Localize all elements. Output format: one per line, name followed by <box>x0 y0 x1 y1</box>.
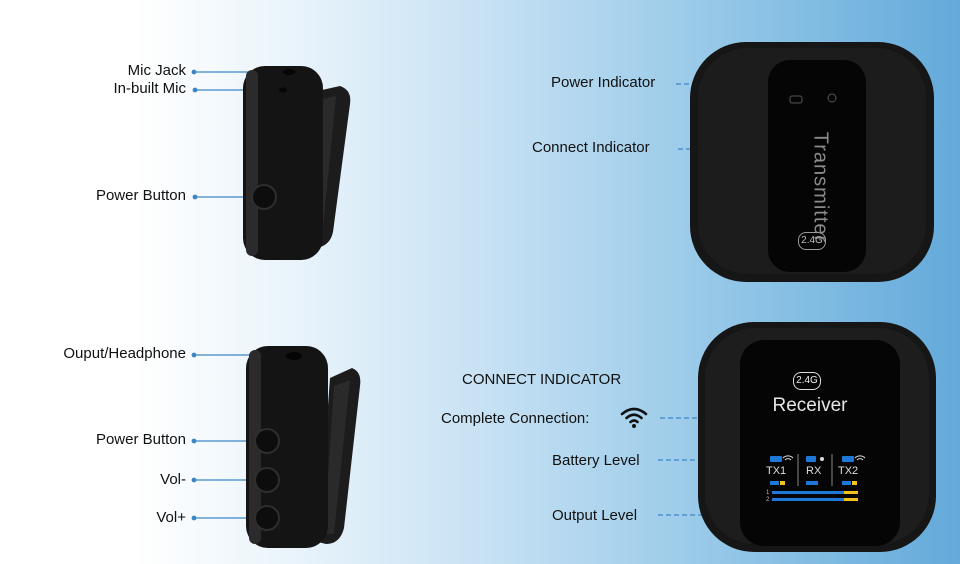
receiver-band-badge-text: 2.4G <box>796 375 818 386</box>
connect-indicator-label: Connect Indicator <box>532 139 650 156</box>
receiver-band-badge: 2.4G <box>793 372 821 390</box>
power-indicator-label: Power Indicator <box>551 74 656 91</box>
rx-power-button-label: Power Button <box>95 431 186 448</box>
wifi-icon <box>620 407 648 428</box>
connect-indicator-heading: CONNECT INDICATOR <box>462 371 622 388</box>
receiver-device-label: Receiver <box>772 395 848 416</box>
transmitter-band-badge-text: 2.4G <box>801 235 823 246</box>
channel-label-tx1: TX1 <box>766 465 787 477</box>
inbuilt-mic-label: In-built Mic <box>113 80 186 97</box>
mic-jack-label: Mic Jack <box>127 62 186 79</box>
output-level-label: Output Level <box>552 507 638 524</box>
svg-text:1: 1 <box>766 490 770 496</box>
tx-power-button-label: Power Button <box>95 187 186 204</box>
channel-label-rx: RX <box>806 465 822 477</box>
vol-plus-label: Vol+ <box>156 509 186 526</box>
complete-connection-label: Complete Connection: <box>441 410 590 427</box>
output-headphone-label: Ouput/Headphone <box>63 345 186 362</box>
channel-label-tx2: TX2 <box>838 465 859 477</box>
vol-minus-label: Vol- <box>160 471 186 488</box>
svg-text:2: 2 <box>766 497 770 503</box>
transmitter-band-badge: 2.4G <box>798 232 826 250</box>
battery-level-label: Battery Level <box>552 452 640 469</box>
